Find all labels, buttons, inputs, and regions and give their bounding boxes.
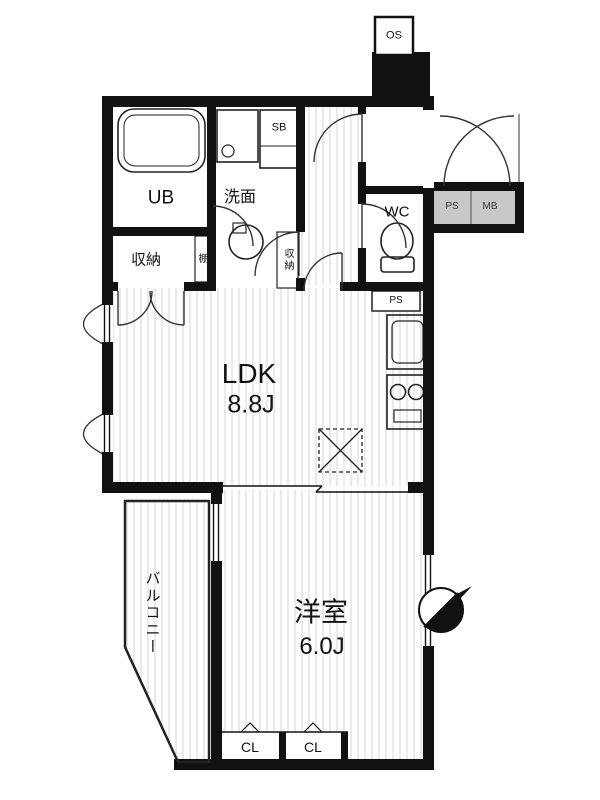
label-ldk: LDK: [221, 358, 277, 389]
walls: [102, 52, 524, 770]
small-storage-box: [276, 231, 299, 289]
ldk-floor: [108, 288, 426, 486]
meter-box: [434, 191, 515, 224]
bath-door-swing: [212, 205, 254, 247]
label-balcony: バルコニー: [143, 570, 161, 656]
label-shelf: 棚: [196, 253, 207, 265]
label-closet-left: CL: [241, 739, 259, 755]
balcony-outline: [123, 499, 211, 764]
balcony-floor: [125, 501, 209, 762]
washroom-door-swing: [254, 231, 300, 277]
label-washroom: 洗面: [223, 189, 257, 206]
label-storage-small: 収納: [282, 248, 293, 272]
label-ldk-size: 8.8J: [227, 390, 275, 419]
wc-door-swing: [361, 203, 407, 249]
entrance-opening: [423, 110, 434, 188]
closet-front: [218, 722, 348, 733]
label-os: OS: [386, 29, 402, 42]
label-ps-lower: PS: [389, 295, 403, 306]
label-storage: 収納: [130, 251, 162, 269]
sliding-partition: [223, 485, 408, 493]
washing-machine-icon: [216, 109, 259, 163]
hall-door-swing: [313, 113, 363, 163]
label-sb: SB: [271, 121, 287, 134]
ldk-left-window-upper: [83, 302, 113, 345]
label-meter-box: MB: [482, 201, 498, 212]
refrigerator-dashed-icon: [318, 428, 363, 473]
label-ps-shaft: PS: [445, 201, 459, 212]
ldk-door-swing: [303, 252, 343, 292]
doors: [117, 113, 520, 326]
label-bedroom-size: 6.0J: [299, 633, 345, 660]
sink-icon: [228, 222, 264, 260]
label-closet-right: CL: [304, 739, 322, 755]
hallway-floor: [300, 103, 360, 285]
storage-folding-doors: [117, 290, 185, 326]
toilet-icon: [380, 222, 415, 273]
label-ub: UB: [147, 187, 175, 209]
floor-textures: [108, 103, 426, 762]
north-arrow-icon: [418, 586, 472, 633]
bathtub-icon: [117, 108, 206, 173]
double-door-swing-icon: [439, 114, 520, 187]
label-bedroom: 洋室: [294, 597, 348, 628]
shoe-box: [259, 109, 299, 169]
bedroom-floor: [218, 490, 426, 762]
os-box: [373, 15, 415, 57]
label-wc: WC: [384, 203, 410, 221]
ldk-left-window-lower: [83, 412, 113, 455]
balcony-window: [211, 501, 222, 564]
